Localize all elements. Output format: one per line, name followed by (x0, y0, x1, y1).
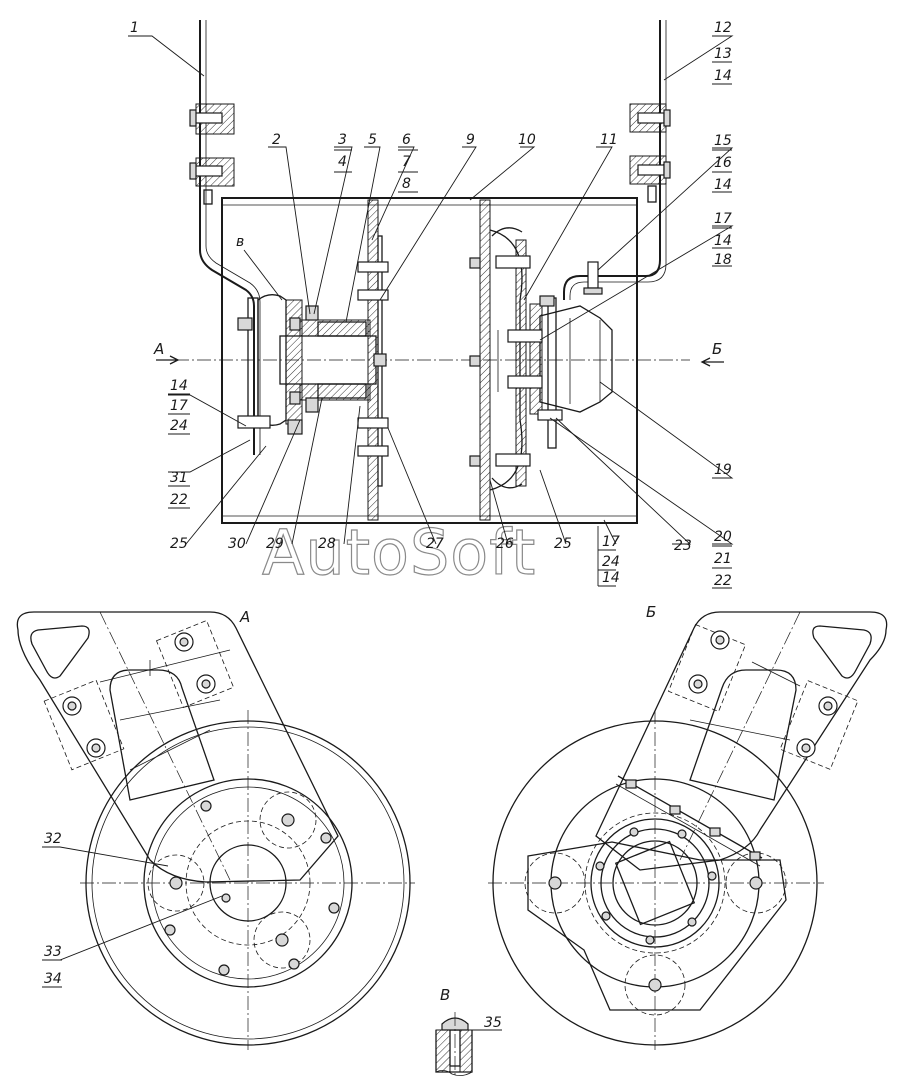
callout-17b: 17 (602, 534, 620, 550)
view-a: А (16, 608, 415, 1050)
callout-17c: 17 (170, 398, 188, 414)
view-arrow-a (156, 355, 180, 365)
callout-18: 18 (714, 252, 732, 268)
left-bracket (199, 20, 255, 455)
callout-30: 30 (228, 536, 246, 552)
view-a-title: А (239, 608, 250, 626)
callout-23: 23 (674, 538, 692, 554)
right-bracket (563, 20, 661, 300)
main-section-view: А Б в (153, 20, 724, 524)
callout-9: 9 (466, 132, 475, 148)
callout-labels: 1 2 3 4 5 6 7 8 9 10 11 12 13 14 15 16 1… (42, 20, 732, 1031)
callout-8: 8 (402, 176, 411, 192)
callout-10: 10 (518, 132, 536, 148)
callout-14b: 14 (714, 177, 732, 193)
callout-11: 11 (600, 132, 618, 148)
callout-4: 4 (338, 154, 347, 170)
callout-34: 34 (44, 971, 62, 987)
view-a-bolts (62, 632, 340, 976)
callout-leaders (42, 35, 734, 1031)
callout-20: 20 (714, 529, 732, 545)
callout-32: 32 (44, 831, 62, 847)
mark-v-label: в (236, 234, 244, 250)
callout-19: 19 (714, 462, 732, 478)
central-plate-bolts (357, 261, 389, 457)
callout-33: 33 (44, 944, 62, 960)
callout-14d: 14 (602, 570, 620, 586)
housing-outline (221, 197, 638, 524)
callout-15: 15 (714, 133, 732, 149)
watermark-text: AutoSoft (262, 516, 536, 589)
callout-29: 29 (266, 536, 284, 552)
callout-7: 7 (402, 154, 411, 170)
callout-22b: 22 (170, 492, 188, 508)
callout-3: 3 (338, 132, 347, 148)
callout-35: 35 (484, 1015, 502, 1031)
callout-31: 31 (170, 470, 188, 486)
view-b-outer-disk (492, 720, 818, 1046)
callout-25b: 25 (170, 536, 188, 552)
right-cylinder (539, 305, 613, 413)
callout-12: 12 (714, 20, 732, 36)
callout-24b: 24 (170, 418, 188, 434)
callout-25a: 25 (554, 536, 572, 552)
right-disk (479, 199, 491, 521)
view-b-arm (595, 611, 888, 871)
callout-22a: 22 (714, 573, 732, 589)
view-arrow-b (700, 357, 724, 367)
callout-6: 6 (402, 132, 411, 148)
view-label-a-main: А (153, 340, 164, 358)
view-b: Б (488, 603, 888, 1050)
callout-28: 28 (318, 536, 336, 552)
detail-v-title: В (440, 986, 450, 1004)
view-label-b-main: Б (712, 340, 722, 358)
left-bracket-bolts (189, 109, 223, 180)
callout-1: 1 (130, 20, 139, 36)
callout-14e: 14 (170, 378, 188, 394)
view-a-outer-disk (85, 720, 411, 1046)
callout-24a: 24 (602, 554, 620, 570)
callout-16: 16 (714, 155, 732, 171)
callout-14c: 14 (714, 233, 732, 249)
callout-13: 13 (714, 46, 732, 62)
callout-17a: 17 (714, 211, 732, 227)
view-b-title: Б (646, 603, 656, 621)
callout-27: 27 (426, 536, 444, 552)
detail-v: В (435, 986, 473, 1077)
callout-5: 5 (368, 132, 377, 148)
callout-21: 21 (714, 551, 732, 567)
view-a-arm (16, 611, 339, 883)
callout-14a: 14 (714, 68, 732, 84)
callout-26: 26 (496, 536, 514, 552)
view-b-mount-plate (527, 841, 787, 1011)
callout-2: 2 (272, 132, 281, 148)
view-b-bolts (548, 630, 838, 992)
